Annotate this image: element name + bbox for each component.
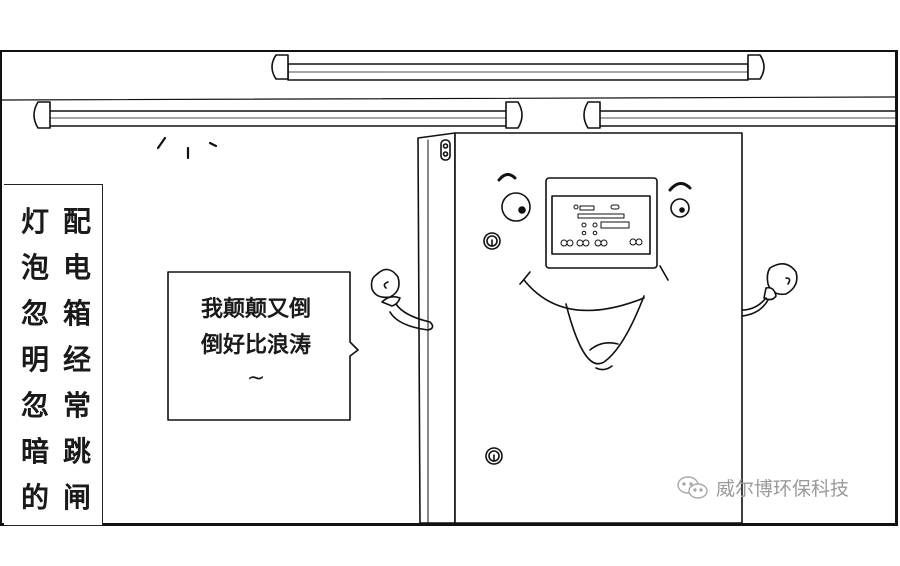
caption-char: 忽 [20, 389, 49, 422]
caption-char: 箱 [62, 297, 91, 330]
tube-light-top [271, 54, 765, 81]
distribution-box [370, 132, 798, 524]
caption-char: 经 [62, 343, 91, 376]
speech-bubble [167, 271, 359, 421]
keyhole-lock-bottom [485, 447, 503, 465]
tube-light-right [583, 101, 897, 129]
watermark-text: 威尔博环保科技 [716, 478, 850, 500]
speech-line-3: ~ [246, 366, 266, 391]
speech-line-1: 我颠颠又倒 [200, 297, 311, 322]
right-hand [741, 263, 798, 317]
caption-char: 配 [62, 205, 91, 238]
caption-char: 电 [62, 251, 91, 284]
left-hand [370, 268, 434, 331]
face [497, 173, 692, 371]
caption-column-right: 配 电 箱 经 常 跳 闸 [60, 199, 94, 521]
caption-char: 灯 [20, 205, 49, 238]
caption-char: 明 [20, 343, 49, 376]
caption-char: 的 [20, 481, 49, 514]
caption-char: 暗 [20, 435, 49, 468]
ceiling-line [1, 96, 897, 101]
caption-char: 忽 [20, 297, 49, 330]
caption-char: 跳 [62, 435, 91, 468]
caption-column-left: 灯 泡 忽 明 忽 暗 的 [18, 199, 52, 521]
watermark: 威尔博环保科技 [676, 474, 849, 501]
caption-char: 闸 [62, 481, 91, 514]
speech-line-2: 倒好比浪涛 [200, 333, 311, 358]
flicker-marks [156, 136, 218, 160]
wechat-icon [677, 475, 708, 499]
caption-box: 灯 泡 忽 明 忽 暗 的 配 电 箱 经 常 跳 闸 [4, 184, 103, 526]
keyhole-lock-top [483, 232, 501, 250]
caption-char: 常 [62, 389, 91, 422]
caption-char: 泡 [20, 251, 49, 284]
speech-bubble-text: 我颠颠又倒 倒好比浪涛 ~ [168, 292, 344, 394]
tube-light-left [33, 101, 523, 129]
